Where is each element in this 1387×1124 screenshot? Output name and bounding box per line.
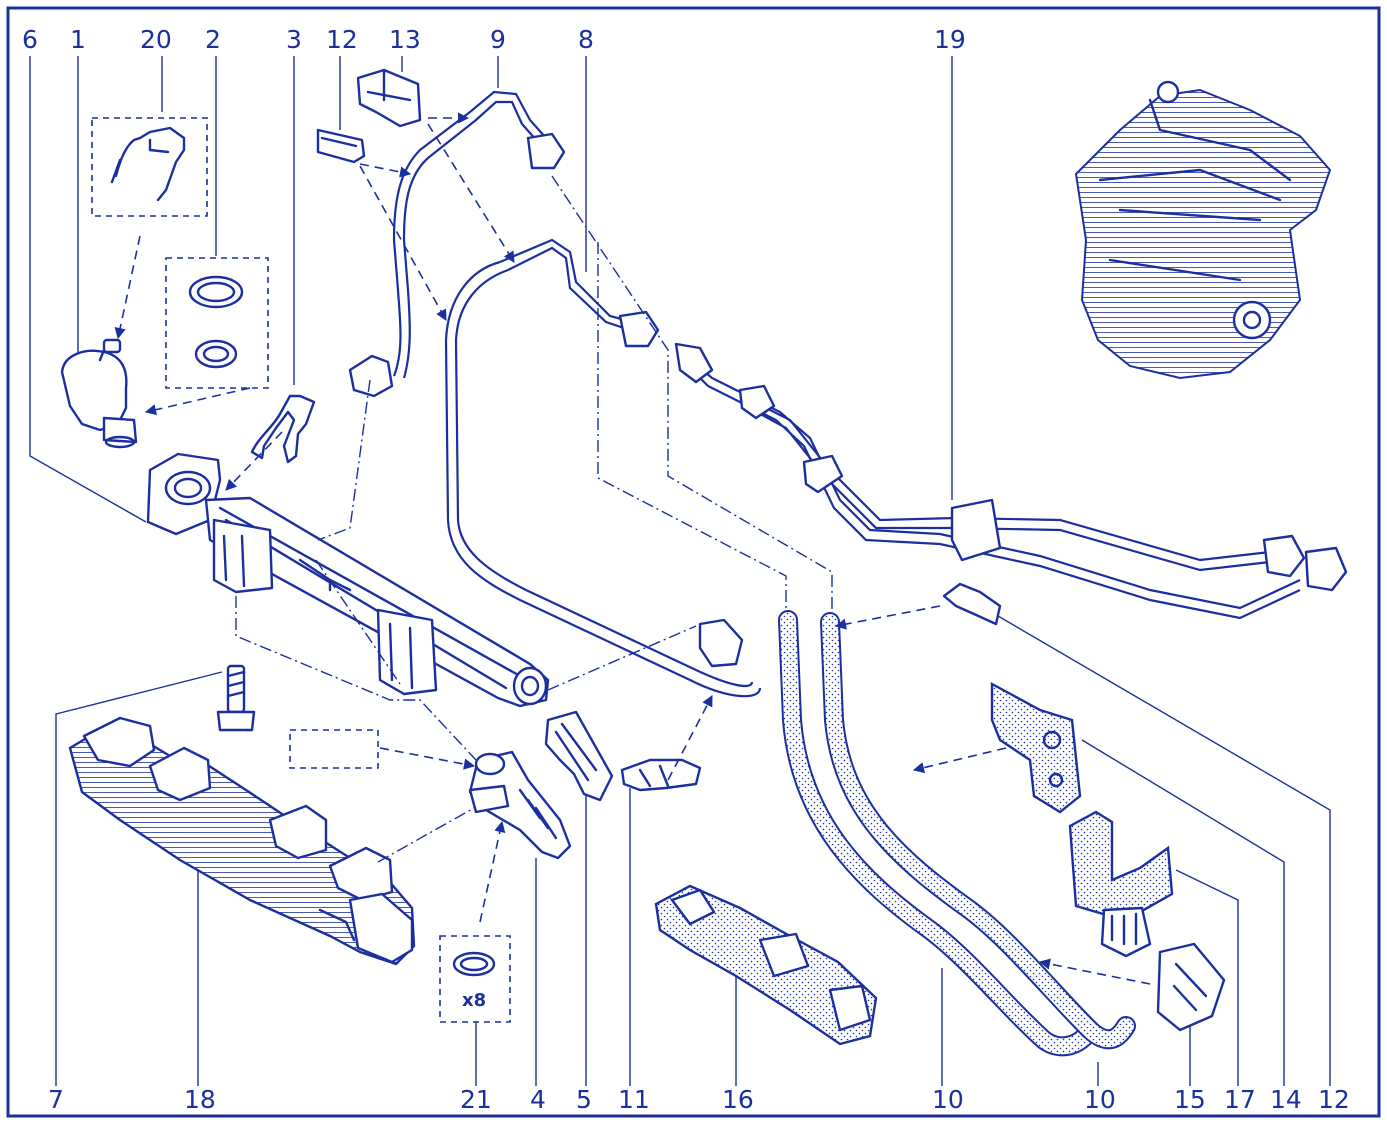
label-12-bottom: 12 — [1318, 1085, 1350, 1114]
pressure-regulator-1 — [60, 338, 138, 449]
clamp-16 — [654, 884, 878, 1046]
seals-2 — [188, 275, 244, 369]
label-12-top: 12 — [326, 25, 358, 54]
label-10-left: 10 — [932, 1085, 964, 1114]
clip-5 — [544, 710, 614, 802]
label-8: 8 — [578, 25, 594, 54]
assembly-lines — [114, 112, 1151, 985]
fuel-line-9 — [348, 90, 744, 668]
top-labels: 6 1 20 2 3 12 13 9 8 19 — [22, 25, 966, 54]
label-18: 18 — [184, 1085, 216, 1114]
clip-15 — [1156, 942, 1226, 1032]
clip-12-top — [316, 128, 366, 164]
injector-4 — [468, 750, 572, 860]
label-19: 19 — [934, 25, 966, 54]
injector-kit-box — [289, 729, 379, 769]
seal-kit-box-2 — [165, 257, 269, 389]
clip-12-bottom — [942, 582, 1002, 626]
label-3: 3 — [286, 25, 302, 54]
leader-lines — [29, 56, 1331, 1086]
label-5: 5 — [576, 1085, 592, 1114]
clip-kit-box-20 — [91, 117, 208, 217]
fuel-rail — [146, 452, 550, 708]
engine-block-icon — [1074, 80, 1332, 380]
label-21: 21 — [460, 1085, 492, 1114]
ring-21: x8 — [452, 951, 496, 1011]
label-20: 20 — [140, 25, 172, 54]
ring-quantity-label: x8 — [462, 990, 486, 1011]
fuel-line-8 — [444, 238, 762, 698]
hoses-10 — [778, 610, 1136, 1057]
label-2: 2 — [205, 25, 221, 54]
mount-17 — [1068, 810, 1174, 958]
bolt-7 — [216, 664, 256, 732]
label-13: 13 — [389, 25, 421, 54]
label-7: 7 — [48, 1085, 64, 1114]
clip-11 — [620, 758, 702, 792]
label-10-right: 10 — [1084, 1085, 1116, 1114]
bottom-labels: 7 18 21 4 5 11 16 10 10 15 17 14 12 — [48, 1085, 1350, 1114]
label-1: 1 — [70, 25, 86, 54]
clip-13 — [356, 68, 422, 128]
label-11: 11 — [618, 1085, 650, 1114]
label-16: 16 — [722, 1085, 754, 1114]
clip-20 — [110, 126, 186, 202]
fuel-line-19 — [674, 342, 1348, 620]
label-14: 14 — [1270, 1085, 1302, 1114]
label-15: 15 — [1174, 1085, 1206, 1114]
diagram-frame — [6, 6, 1381, 1118]
label-9: 9 — [490, 25, 506, 54]
label-6: 6 — [22, 25, 38, 54]
label-17: 17 — [1224, 1085, 1256, 1114]
label-4: 4 — [530, 1085, 546, 1114]
clip-3 — [250, 394, 316, 464]
ring-kit-box-21 — [439, 935, 511, 1023]
bracket-14 — [990, 681, 1082, 814]
injector-cover-18 — [68, 716, 416, 966]
